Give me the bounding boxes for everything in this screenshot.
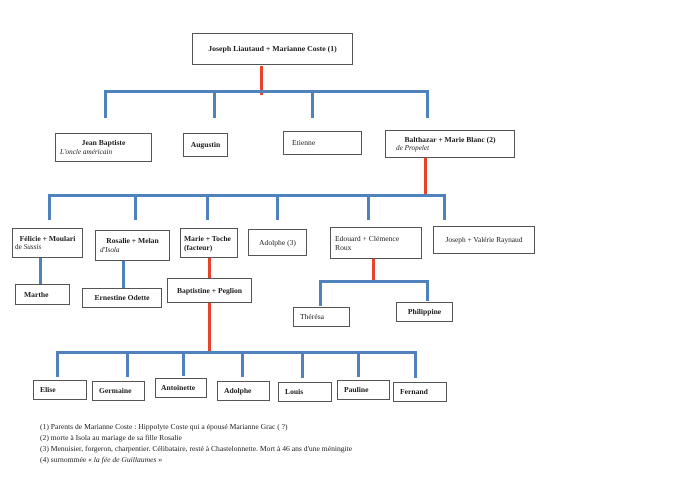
connector-gen4-drop-pauline bbox=[357, 351, 360, 377]
person-name: Germaine bbox=[99, 386, 132, 396]
family-box-etienne: Etienne bbox=[283, 131, 362, 155]
connector-felicie-marthe-link bbox=[39, 258, 42, 284]
connector-gen4-drop-antoinette bbox=[182, 351, 185, 376]
person-name: Marie + Toche bbox=[184, 233, 231, 243]
connector-gen2-drop-felicie bbox=[48, 194, 51, 220]
family-box-joseph-valerie: Joseph + Valérie Raynaud bbox=[433, 226, 535, 254]
connector-gen1-rail bbox=[104, 90, 429, 93]
family-box-pauline: Pauline bbox=[337, 380, 390, 400]
family-box-edouard: Edouard + Clémence Roux bbox=[330, 227, 422, 259]
connector-gen4-drop-louis bbox=[301, 351, 304, 378]
connector-gen2-drop-adolphe bbox=[276, 194, 279, 220]
connector-gen4-drop-adolphe bbox=[241, 351, 244, 377]
footnotes: (1) Parents de Marianne Coste : Hippolyt… bbox=[40, 421, 660, 465]
connector-baptistine-red-drop bbox=[208, 303, 211, 354]
person-name: Joseph + Valérie Raynaud bbox=[445, 235, 523, 245]
person-name: Adolphe (3) bbox=[259, 237, 296, 247]
connector-root-red-drop bbox=[260, 66, 263, 95]
connector-gen1-drop-etienne bbox=[311, 90, 314, 118]
person-name: Rosalie + Melan bbox=[106, 236, 159, 245]
connector-gen2-drop-rosalie bbox=[134, 194, 137, 220]
family-box-elise: Elise bbox=[33, 380, 87, 400]
footnote-4: (4) surnommée « la fée de Guillaumes » bbox=[40, 455, 163, 464]
person-name: Jean Baptiste bbox=[81, 138, 126, 147]
family-box-root: Joseph Liautaud + Marianne Coste (1) bbox=[192, 33, 353, 65]
connector-gen4-drop-germaine bbox=[126, 351, 129, 377]
person-name: Philippine bbox=[407, 307, 442, 317]
connector-balthazar-red-drop bbox=[424, 158, 427, 197]
family-box-jean-baptiste: Jean Baptiste L'oncle américain bbox=[55, 133, 152, 162]
person-name: Antoinette bbox=[161, 383, 196, 393]
connector-gen4-rail bbox=[56, 351, 417, 354]
family-box-balthazar: Balthazar + Marie Blanc (2) de Propelet bbox=[385, 130, 515, 158]
connector-gen3-drop-theresa bbox=[319, 280, 322, 306]
family-box-germaine: Germaine bbox=[92, 381, 145, 401]
person-subtitle: (facteur) bbox=[184, 243, 213, 252]
connector-gen1-drop-jean-baptiste bbox=[104, 90, 107, 118]
connector-gen2-rail bbox=[48, 194, 446, 197]
connector-gen2-drop-marie-toche bbox=[206, 194, 209, 220]
footnote-3: (3) Menuisier, forgeron, charpentier. Cé… bbox=[40, 444, 353, 453]
person-name: Fernand bbox=[400, 387, 428, 397]
family-box-adolphe-3: Adolphe (3) bbox=[248, 229, 307, 256]
connector-gen4-drop-fernand bbox=[414, 351, 417, 378]
person-name: Louis bbox=[285, 387, 304, 397]
person-subtitle: de Propelet bbox=[396, 144, 430, 152]
family-box-theresa: Thérésa bbox=[293, 307, 350, 327]
footnote-2: (2) morte à Isola au mariage de sa fille… bbox=[40, 433, 182, 442]
person-name: Pauline bbox=[344, 385, 369, 395]
family-box-marie-toche: Marie + Toche (facteur) bbox=[180, 228, 238, 258]
person-name: Marthe bbox=[24, 289, 49, 299]
person-name: Ernestine Odette bbox=[94, 293, 150, 303]
person-name: Elise bbox=[40, 385, 56, 395]
family-box-louis: Louis bbox=[278, 382, 332, 402]
family-box-baptistine: Baptistine + Peglion bbox=[167, 278, 252, 303]
connector-rosalie-ernestine-link bbox=[122, 261, 125, 288]
person-name: Adolphe bbox=[224, 386, 252, 396]
person-name: Joseph Liautaud + Marianne Coste (1) bbox=[208, 44, 337, 54]
connector-marie-baptistine-red-link bbox=[208, 258, 211, 278]
connector-gen4-drop-elise bbox=[56, 351, 59, 377]
person-name: Thérésa bbox=[300, 312, 325, 322]
family-box-adolphe: Adolphe bbox=[217, 381, 270, 401]
person-subtitle: L'oncle américain bbox=[60, 147, 113, 156]
family-box-fernand: Fernand bbox=[393, 382, 447, 402]
person-name: Edouard + Clémence Roux bbox=[335, 233, 400, 253]
person-name: Augustin bbox=[190, 140, 221, 150]
family-box-marthe: Marthe bbox=[15, 284, 70, 305]
family-box-felicie: Félicie + Moulari de Sussis bbox=[12, 228, 83, 258]
family-box-rosalie: Rosalie + Melan d'Isola bbox=[95, 230, 170, 261]
connector-edouard-red-drop bbox=[372, 259, 375, 283]
family-box-philippine: Philippine bbox=[396, 302, 453, 322]
family-box-ernestine: Ernestine Odette bbox=[82, 288, 162, 308]
connector-gen2-drop-edouard bbox=[367, 194, 370, 220]
connector-gen1-drop-augustin bbox=[213, 90, 216, 118]
person-name: Balthazar + Marie Blanc (2) bbox=[404, 134, 496, 144]
family-box-antoinette: Antoinette bbox=[155, 378, 207, 398]
person-name: Baptistine + Peglion bbox=[176, 285, 243, 295]
person-name: Etienne bbox=[292, 138, 316, 148]
connector-gen3-drop-philippine bbox=[426, 280, 429, 301]
person-subtitle: d'Isola bbox=[100, 245, 120, 254]
connector-gen3-rail bbox=[319, 280, 429, 283]
footnote-1: (1) Parents de Marianne Coste : Hippolyt… bbox=[40, 422, 288, 431]
person-name: Félicie + Moulari bbox=[19, 233, 76, 243]
connector-gen1-drop-balthazar bbox=[426, 90, 429, 118]
person-subtitle: de Sussis bbox=[15, 243, 42, 251]
family-box-augustin: Augustin bbox=[183, 133, 228, 157]
connector-gen2-drop-joseph-valerie bbox=[443, 194, 446, 220]
